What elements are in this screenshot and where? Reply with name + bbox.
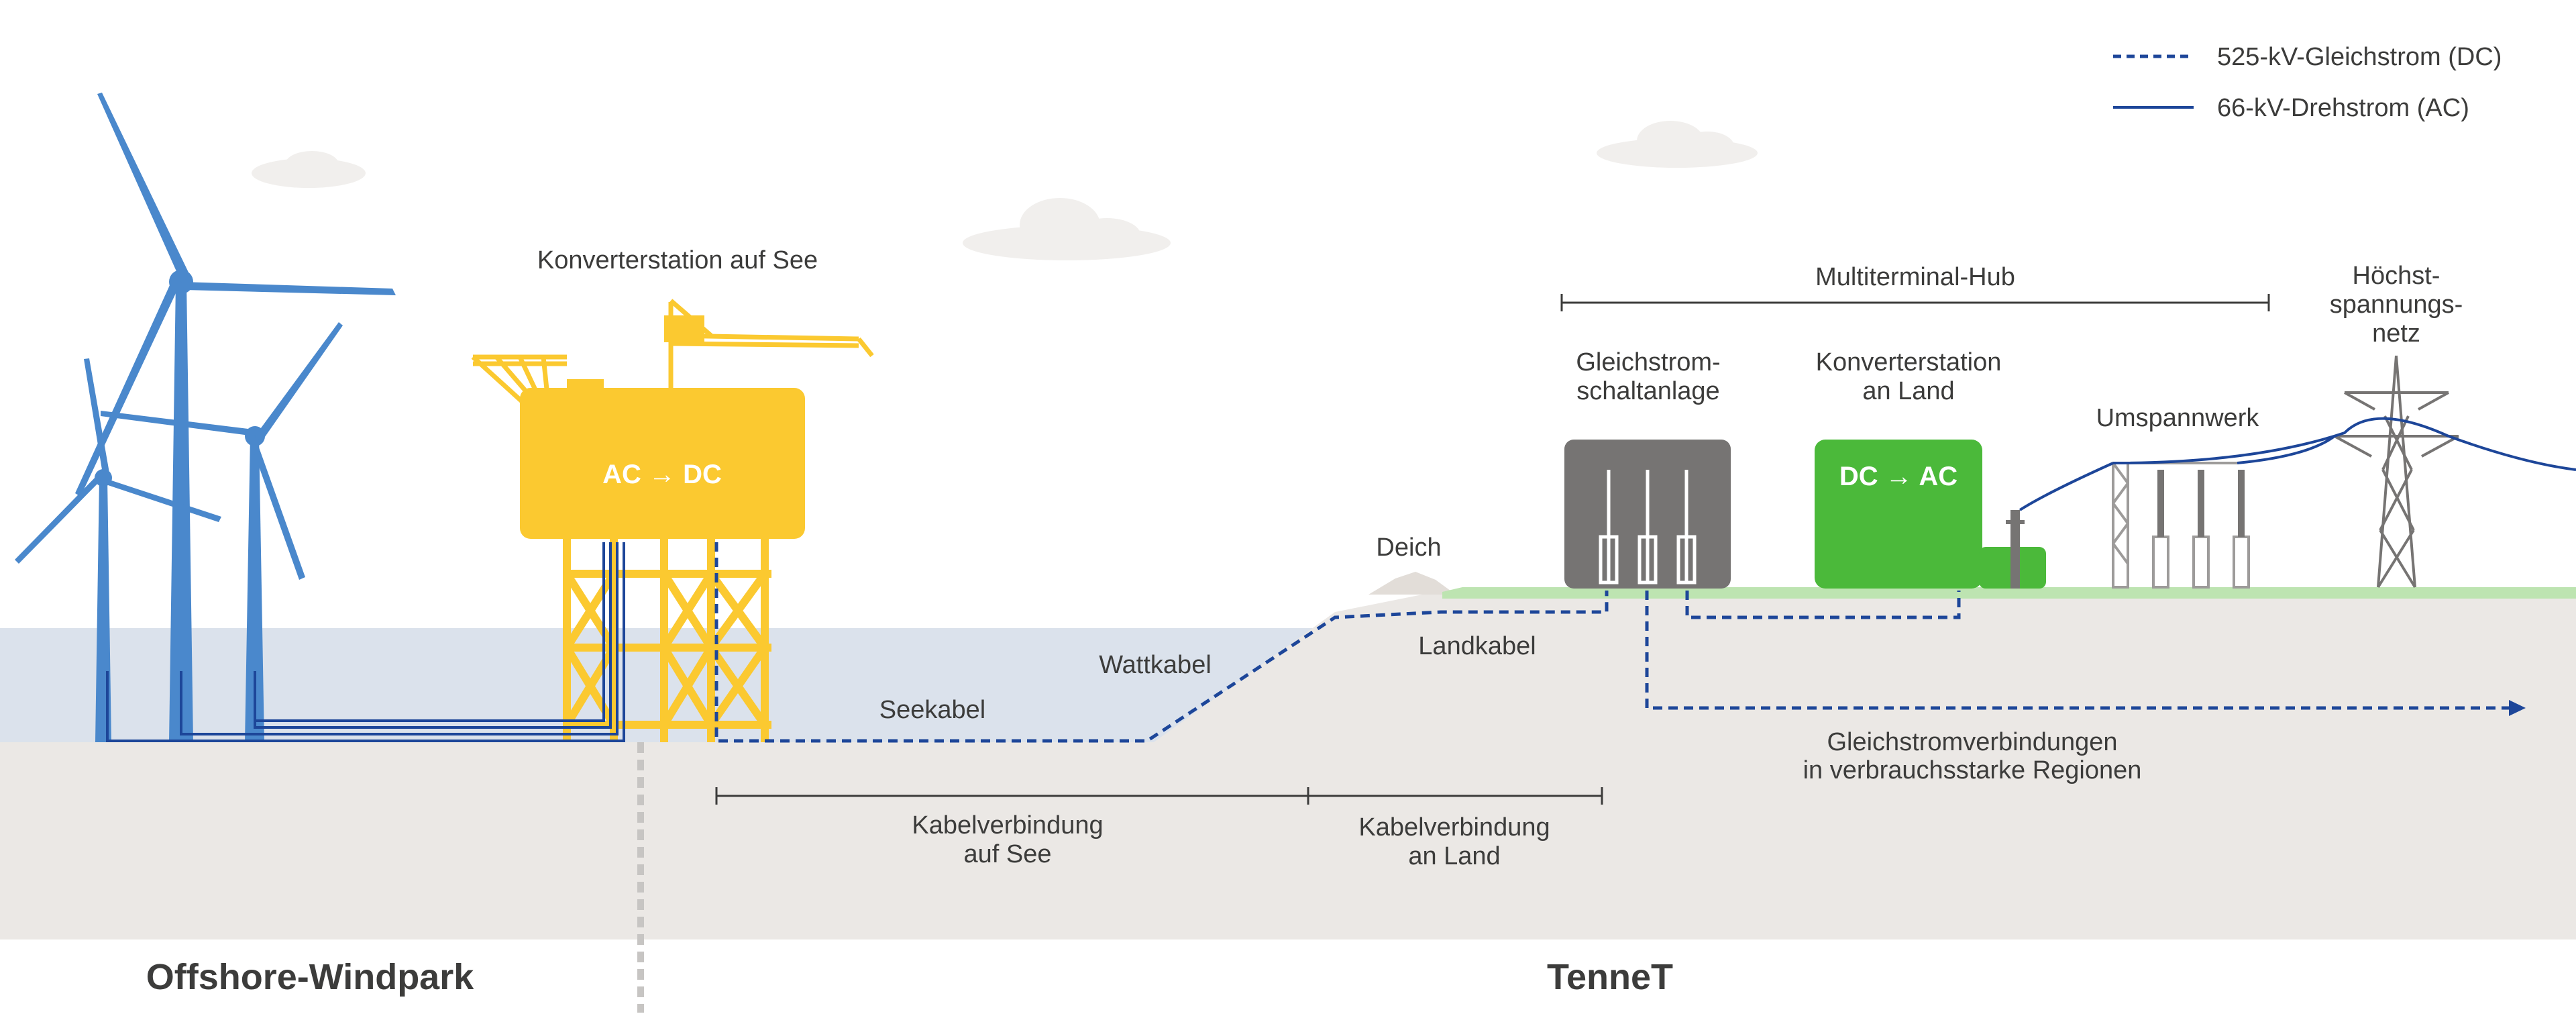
offshore-converter-box — [520, 388, 805, 539]
dc-switchgear-label-1: Gleichstrom- — [1576, 348, 1720, 376]
dc-switchgear-bushings — [1599, 470, 1697, 585]
transmission-tower — [2334, 355, 2459, 589]
offshore-platform-jacket — [563, 537, 771, 742]
grass-strip — [1442, 587, 2576, 599]
offshore-crane-cab — [664, 315, 704, 342]
grid-label-1: Höchst- — [2353, 262, 2440, 290]
transformer-post — [2006, 510, 2025, 589]
ac-overhead-lines — [2019, 417, 2576, 511]
arrow-right-icon — [2509, 700, 2526, 716]
seabed-ground — [0, 742, 2576, 939]
ac-cables-offshore — [106, 542, 625, 742]
substation-structures — [2112, 462, 2250, 589]
wind-turbine-small — [15, 358, 221, 742]
onshore-box-label: DC → AC — [1839, 462, 1957, 491]
legend: 525-kV-Gleichstrom (DC) 66-kV-Drehstrom … — [2113, 43, 2502, 122]
land-cable-label: Landkabel — [1418, 632, 1536, 660]
cloud-icon — [252, 151, 366, 188]
dc-connections-label-1: Gleichstromverbindungen — [1827, 728, 2117, 756]
watt-cable-label: Wattkabel — [1099, 651, 1212, 679]
sea-connection-label-1: Kabelverbindung — [912, 811, 1103, 840]
onshore-converter-box — [1815, 440, 1982, 589]
hub-label: Multiterminal-Hub — [1815, 263, 2015, 291]
cloud-icon — [963, 198, 1171, 260]
onshore-converter-label-2: an Land — [1862, 377, 1954, 405]
legend-ac-label: 66-kV-Drehstrom (AC) — [2217, 94, 2469, 122]
land-connection-label-2: an Land — [1408, 842, 1500, 870]
dc-cable-sea — [714, 542, 1609, 743]
dc-switchgear-label-2: schaltanlage — [1576, 377, 1719, 405]
sea-cable-label: Seekabel — [879, 696, 985, 724]
sea-connection-label-2: auf See — [964, 840, 1052, 868]
onshore-converter-label-1: Konverterstation — [1816, 348, 2002, 376]
land-ground — [1154, 591, 2576, 742]
substation-insulators — [2157, 470, 2245, 537]
dike-label: Deich — [1376, 534, 1441, 562]
grid-label-3: netz — [2372, 319, 2420, 348]
wind-turbine-medium — [101, 322, 343, 742]
offshore-box-label: AC → DC — [602, 460, 722, 489]
offshore-converter-label: Konverterstation auf See — [537, 246, 818, 274]
hub-dimension-line — [1560, 294, 2270, 311]
offshore-windpark-label: Offshore-Windpark — [146, 957, 474, 997]
legend-dc-label: 525-kV-Gleichstrom (DC) — [2217, 43, 2502, 71]
dc-connections-label-2: in verbrauchsstarke Regionen — [1803, 756, 2142, 784]
land-connection-label-1: Kabelverbindung — [1358, 813, 1550, 842]
cloud-icon — [1597, 121, 1758, 168]
tennet-label: TenneT — [1547, 957, 1673, 997]
cable-connection-dimension-lines — [715, 787, 1603, 805]
substation-label: Umspannwerk — [2096, 404, 2260, 432]
dike-hill — [1368, 572, 1456, 595]
grid-label-2: spannungs- — [2330, 291, 2463, 319]
dc-cable-hub — [1645, 591, 2509, 710]
